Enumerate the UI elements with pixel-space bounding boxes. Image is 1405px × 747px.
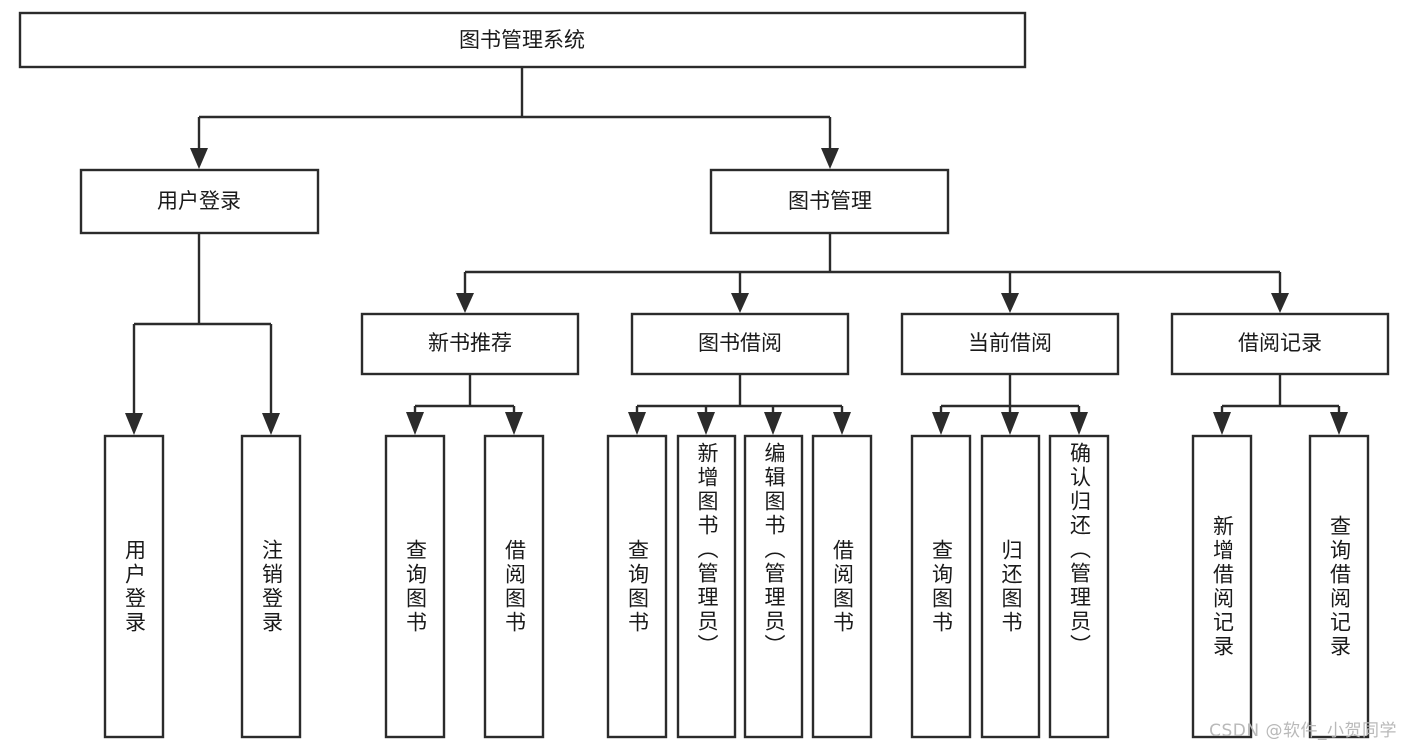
arrowhead-leaf-confirm-return — [1070, 412, 1088, 435]
node-leaf-query-book-3-box[interactable] — [910, 434, 972, 739]
arrowhead-leaf-borrow-book-2 — [833, 412, 851, 435]
arrowhead-bookmgmt — [821, 148, 839, 169]
node-records-label: 借阅记录 — [1238, 331, 1322, 355]
node-bookmgmt-label: 图书管理 — [788, 189, 872, 213]
node-root[interactable]: 图书管理系统 — [18, 11, 1027, 69]
node-leaf-borrow-book-1-box[interactable] — [483, 434, 545, 739]
node-leaf-edit-book-box[interactable] — [743, 434, 804, 739]
node-current[interactable]: 当前借阅 — [900, 312, 1120, 376]
node-login[interactable]: 用户登录 — [79, 168, 320, 235]
arrowhead-leaf-add-book — [697, 412, 715, 435]
arrowhead-borrow — [731, 293, 749, 313]
arrowhead-newbook — [456, 293, 474, 313]
node-login-label: 用户登录 — [157, 189, 241, 213]
node-borrow-label: 图书借阅 — [698, 331, 782, 355]
node-leaf-borrow-book-2-box[interactable] — [811, 434, 873, 739]
node-bookmgmt-box[interactable] — [709, 168, 950, 235]
arrowhead-leaf-edit-book — [764, 412, 782, 435]
edge-group-root — [190, 67, 839, 169]
node-leaf-return-book-box[interactable] — [980, 434, 1041, 739]
arrowhead-leaf-user-login — [125, 413, 143, 435]
node-records-box[interactable] — [1170, 312, 1390, 376]
node-leaf-user-login-box[interactable] — [103, 434, 165, 739]
arrowhead-leaf-return-book — [1001, 412, 1019, 435]
node-leaf-query-record-box[interactable] — [1308, 434, 1370, 739]
edge-group-records — [1213, 374, 1348, 435]
node-borrow-box[interactable] — [630, 312, 850, 376]
edge-group-borrow — [628, 374, 851, 435]
node-newbook[interactable]: 新书推荐 — [360, 312, 580, 376]
node-root-label: 图书管理系统 — [459, 28, 585, 52]
edge-group-bookmgmt — [456, 233, 1289, 313]
arrowhead-leaf-query-book-1 — [406, 412, 424, 435]
arrowhead-leaf-add-record — [1213, 412, 1231, 435]
arrowhead-login — [190, 148, 208, 169]
arrowhead-leaf-query-record — [1330, 412, 1348, 435]
node-current-label: 当前借阅 — [968, 331, 1052, 355]
node-leaf-user-logout-box[interactable] — [240, 434, 302, 739]
node-leaf-query-book-2-box[interactable] — [606, 434, 668, 739]
node-root-box[interactable] — [18, 11, 1027, 69]
arrowhead-current — [1001, 293, 1019, 313]
node-current-box[interactable] — [900, 312, 1120, 376]
edge-group-current — [932, 374, 1088, 435]
node-bookmgmt[interactable]: 图书管理 — [709, 168, 950, 235]
edge-group-login — [125, 233, 280, 435]
node-leaf-query-book-1-box[interactable] — [384, 434, 446, 739]
csdn-watermark: CSDN @软件_小贺同学 — [1209, 721, 1397, 741]
arrowhead-leaf-user-logout — [262, 413, 280, 435]
arrowhead-leaf-query-book-2 — [628, 412, 646, 435]
node-newbook-box[interactable] — [360, 312, 580, 376]
arrowhead-leaf-query-book-3 — [932, 412, 950, 435]
node-leaf-confirm-return-box[interactable] — [1048, 434, 1110, 739]
node-borrow[interactable]: 图书借阅 — [630, 312, 850, 376]
node-records[interactable]: 借阅记录 — [1170, 312, 1390, 376]
node-leaf-add-record-box[interactable] — [1191, 434, 1253, 739]
arrowhead-records — [1271, 293, 1289, 313]
arrowhead-leaf-borrow-book-1 — [505, 412, 523, 435]
node-newbook-label: 新书推荐 — [428, 331, 512, 355]
edge-group-newbook — [406, 374, 523, 435]
node-leaf-add-book-box[interactable] — [676, 434, 737, 739]
node-login-box[interactable] — [79, 168, 320, 235]
